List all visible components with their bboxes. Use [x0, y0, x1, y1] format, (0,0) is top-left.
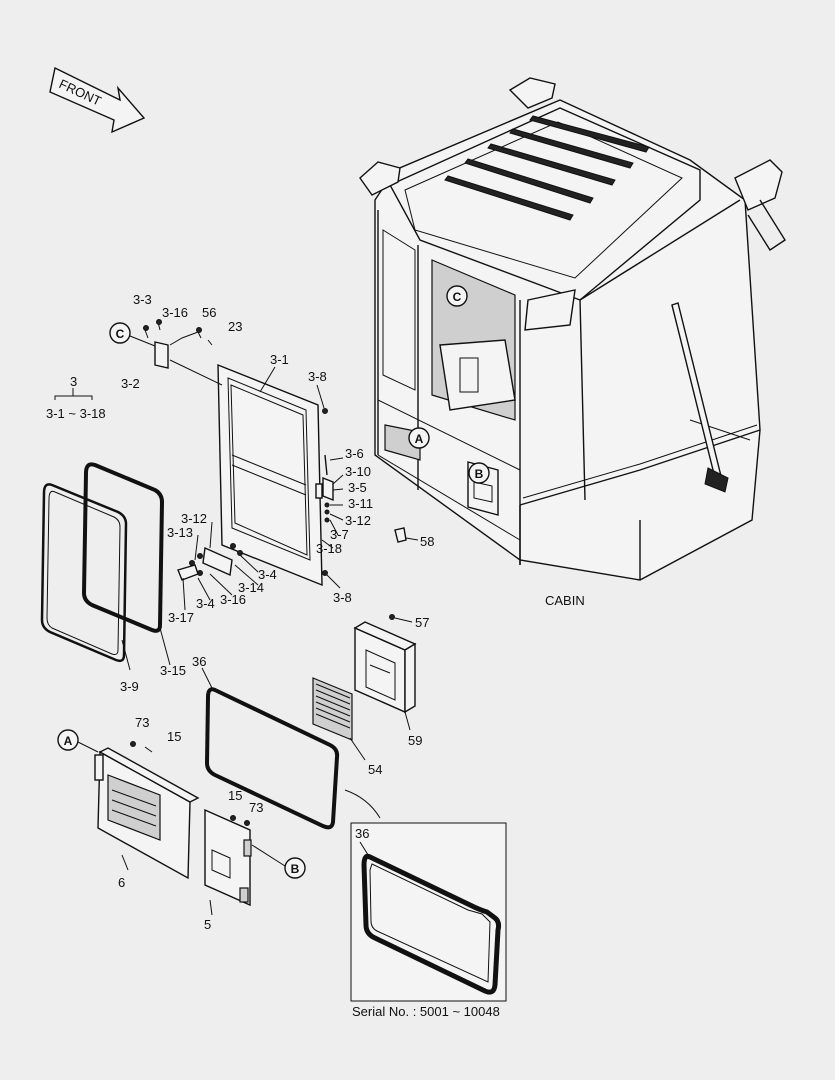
cover-6	[94, 747, 200, 880]
window-frame-3-1	[217, 363, 323, 587]
label-54: 54	[368, 762, 382, 777]
label-15-right: 15	[228, 788, 242, 803]
callout-a-lower: A	[57, 729, 79, 751]
label-3-10: 3-10	[345, 464, 371, 479]
label-3-17: 3-17	[168, 610, 194, 625]
label-3-6: 3-6	[345, 446, 364, 461]
label-3-16-bottom: 3-16	[220, 592, 246, 607]
label-3-8-top: 3-8	[308, 369, 327, 384]
label-23: 23	[228, 319, 242, 334]
callout-b-cabin: B	[468, 462, 490, 484]
inset-label-36: 36	[355, 826, 369, 841]
label-3-8-bottom: 3-8	[333, 590, 352, 605]
latch-3-5	[322, 476, 334, 502]
label-36: 36	[192, 654, 206, 669]
label-58: 58	[420, 534, 434, 549]
hinge-3-2	[154, 341, 169, 369]
callout-a-cabin: A	[408, 427, 430, 449]
label-3-4-left: 3-4	[196, 596, 215, 611]
label-15-left: 15	[167, 729, 181, 744]
label-3-9: 3-9	[120, 679, 139, 694]
cover-5	[204, 808, 252, 907]
label-3-4-right: 3-4	[258, 567, 277, 582]
label-3-16-top: 3-16	[162, 305, 188, 320]
label-5: 5	[204, 917, 211, 932]
callout-a-cabin-text: A	[415, 432, 424, 446]
cabin-label: CABIN	[545, 593, 585, 608]
label-3-14: 3-14	[238, 580, 264, 595]
callout-c-cabin: C	[446, 285, 468, 307]
roof-vents	[444, 115, 650, 221]
callout-c-hinge-text: C	[116, 327, 125, 341]
part-58	[394, 527, 407, 543]
callout-b-lower-text: B	[291, 862, 300, 876]
label-3-1: 3-1	[270, 352, 289, 367]
filter-54	[312, 677, 353, 741]
label-3-18: 3-18	[316, 541, 342, 556]
label-3-7: 3-7	[330, 527, 349, 542]
seal-36	[204, 687, 340, 830]
callout-b-cabin-text: B	[475, 467, 484, 481]
label-3-15: 3-15	[160, 663, 186, 678]
front-arrow: FRONT	[49, 66, 146, 134]
label-3-5: 3-5	[348, 480, 367, 495]
label-3-2: 3-2	[121, 376, 140, 391]
label-3-11: 3-11	[348, 496, 373, 511]
label-3-12-right: 3-12	[345, 513, 371, 528]
label-57: 57	[415, 615, 429, 630]
serial-number: Serial No. : 5001 ~ 10048	[352, 1004, 500, 1019]
filter-housing-59	[353, 621, 417, 714]
label-3-12-left: 3-12	[181, 511, 207, 526]
seal-3-15	[81, 462, 165, 633]
part-labels: 3-3 3-16 56 23 3-2 3-1 3-8 3 3-1 ~ 3-18 …	[46, 292, 500, 1019]
hinge-3-4	[202, 546, 233, 577]
label-3-3: 3-3	[133, 292, 152, 307]
callout-c-hinge: C	[109, 322, 131, 344]
cabin-drawing	[359, 77, 786, 581]
label-73-right: 73	[249, 800, 263, 815]
callout-a-lower-text: A	[64, 734, 73, 748]
label-group-3: 3	[70, 374, 77, 389]
callout-c-cabin-text: C	[453, 290, 462, 304]
inset-box	[350, 822, 507, 1002]
label-59: 59	[408, 733, 422, 748]
label-group-3-range: 3-1 ~ 3-18	[46, 406, 106, 421]
label-6: 6	[118, 875, 125, 890]
label-56: 56	[202, 305, 216, 320]
label-73-left: 73	[135, 715, 149, 730]
seal-3-9	[40, 483, 128, 663]
callout-b-lower: B	[284, 857, 306, 879]
label-3-13: 3-13	[167, 525, 193, 540]
